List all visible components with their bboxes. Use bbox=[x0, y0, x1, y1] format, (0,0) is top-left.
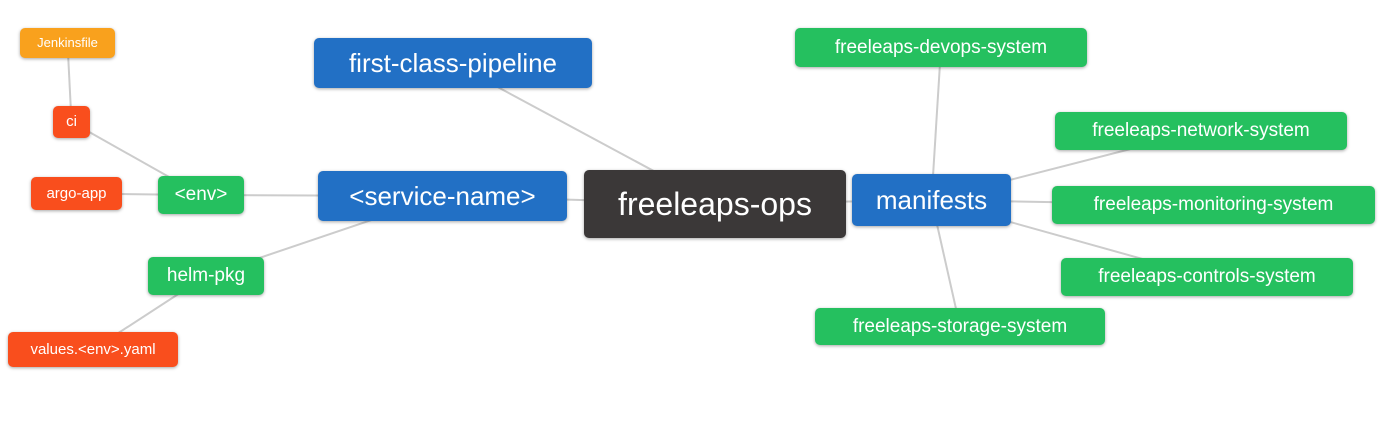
node-label: <env> bbox=[174, 184, 228, 205]
node-label: helm-pkg bbox=[166, 265, 246, 286]
node-label: freeleaps-storage-system bbox=[852, 315, 1068, 337]
node-label: freeleaps-network-system bbox=[1092, 120, 1310, 141]
node-freeleaps-network-system[interactable]: freeleaps-network-system bbox=[1055, 112, 1347, 150]
node-label: Jenkinsfile bbox=[37, 35, 98, 50]
node-label: <service-name> bbox=[349, 180, 536, 211]
node-env[interactable]: <env> bbox=[158, 176, 244, 214]
node-freeleaps-ops[interactable]: freeleaps-ops bbox=[584, 170, 846, 238]
node-first-class-pipeline[interactable]: first-class-pipeline bbox=[314, 38, 592, 88]
node-label: freeleaps-ops bbox=[618, 185, 812, 222]
node-service-name[interactable]: <service-name> bbox=[318, 171, 567, 221]
node-label: manifests bbox=[875, 184, 988, 215]
node-label: ci bbox=[66, 113, 77, 130]
node-freeleaps-monitoring-system[interactable]: freeleaps-monitoring-system bbox=[1052, 186, 1375, 224]
node-freeleaps-devops-system[interactable]: freeleaps-devops-system bbox=[795, 28, 1087, 67]
node-ci[interactable]: ci bbox=[53, 106, 90, 138]
node-label: freeleaps-controls-system bbox=[1098, 266, 1316, 287]
node-label: values.<env>.yaml bbox=[30, 340, 156, 358]
node-label: argo-app bbox=[46, 184, 107, 202]
node-manifests[interactable]: manifests bbox=[852, 174, 1011, 226]
node-label: freeleaps-devops-system bbox=[834, 36, 1048, 58]
node-helm-pkg[interactable]: helm-pkg bbox=[148, 257, 264, 295]
node-argo-app[interactable]: argo-app bbox=[31, 177, 122, 210]
node-label: freeleaps-monitoring-system bbox=[1093, 194, 1334, 215]
node-freeleaps-controls-system[interactable]: freeleaps-controls-system bbox=[1061, 258, 1353, 296]
node-label: first-class-pipeline bbox=[348, 47, 558, 78]
node-values-env-yaml[interactable]: values.<env>.yaml bbox=[8, 332, 178, 367]
node-freeleaps-storage-system[interactable]: freeleaps-storage-system bbox=[815, 308, 1105, 345]
node-jenkinsfile[interactable]: Jenkinsfile bbox=[20, 28, 115, 58]
